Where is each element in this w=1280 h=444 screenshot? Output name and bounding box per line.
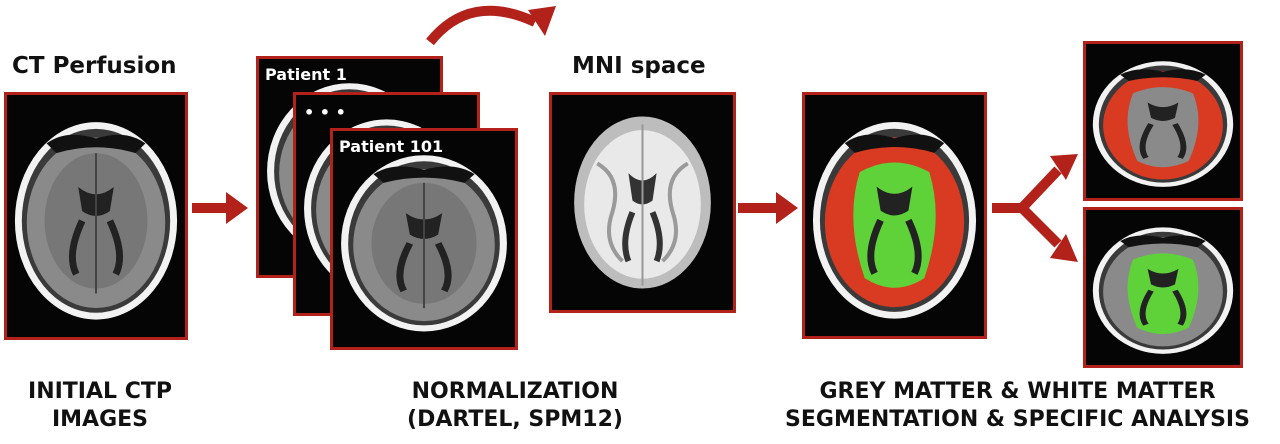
brain-segmentation-icon	[812, 121, 977, 319]
mni-space-image	[549, 92, 736, 313]
arrow-right-icon	[738, 192, 798, 224]
brain-mri-icon	[574, 116, 711, 289]
initial-caption-line1: INITIAL CTP	[28, 379, 172, 404]
curved-arrow-icon	[426, 5, 556, 46]
ct-perfusion-label: CT Perfusion	[12, 53, 177, 79]
mni-space-label: MNI space	[572, 53, 706, 79]
initial-ct-image	[4, 92, 188, 340]
grey-matter-image	[1083, 41, 1243, 201]
patient-first-label: Patient 1	[265, 65, 347, 84]
brain-white-matter-icon	[1092, 227, 1234, 354]
white-matter-image	[1083, 207, 1243, 368]
split-arrow-icon	[992, 154, 1078, 262]
patient-last-panel: Patient 101	[330, 128, 518, 350]
normalization-caption-line2: (DARTEL, SPM12)	[407, 407, 623, 432]
brain-grey-matter-icon	[1092, 61, 1234, 187]
segmentation-caption-line1: GREY MATTER & WHITE MATTER	[819, 379, 1216, 404]
initial-caption: INITIAL CTP IMAGES	[0, 378, 200, 434]
arrow-right-icon	[192, 192, 248, 224]
segmentation-caption: GREY MATTER & WHITE MATTER SEGMENTATION …	[760, 378, 1275, 434]
segmentation-image	[802, 92, 987, 339]
normalization-caption: NORMALIZATION (DARTEL, SPM12)	[380, 378, 650, 434]
normalization-caption-line1: NORMALIZATION	[411, 379, 619, 404]
segmentation-caption-line2: SEGMENTATION & SPECIFIC ANALYSIS	[785, 407, 1250, 432]
initial-caption-line2: IMAGES	[51, 407, 149, 432]
patient-last-label: Patient 101	[339, 137, 444, 156]
ellipsis-label: • • •	[304, 103, 346, 122]
